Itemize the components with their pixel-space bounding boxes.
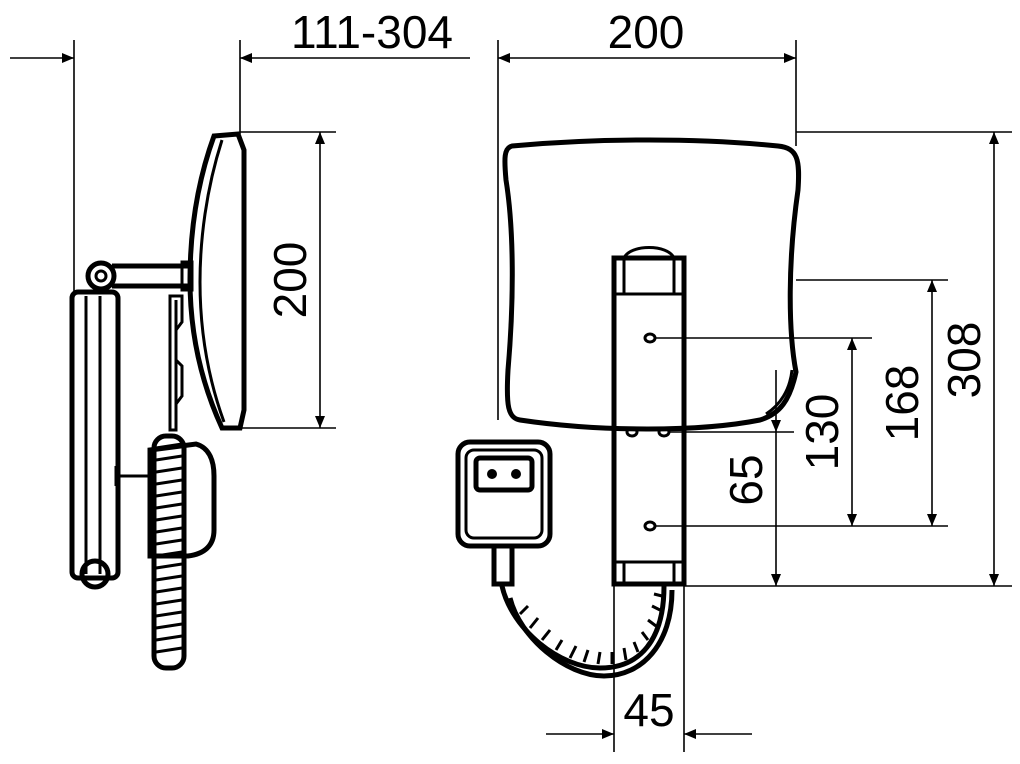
dim-total-height: 308 <box>684 131 1012 587</box>
wall-plate <box>69 289 121 581</box>
upper-joint <box>85 260 117 292</box>
side-power-box <box>147 441 217 559</box>
dim-mount-168-label: 168 <box>876 365 928 442</box>
side-view: 111-304 200 <box>10 6 470 671</box>
dim-mount-168: 168 <box>656 279 948 527</box>
cord-connector <box>168 294 184 432</box>
dim-mount-65-label: 65 <box>720 454 772 505</box>
lower-joint <box>79 558 111 590</box>
front-coil-cord <box>499 585 675 679</box>
dim-mount-130: 130 <box>656 337 872 526</box>
dim-mirror-height-label: 200 <box>264 242 316 319</box>
front-view: 200 308 168 130 <box>455 6 1012 752</box>
side-mirror <box>187 131 247 431</box>
power-adapter <box>455 439 553 587</box>
dim-total-height-label: 308 <box>938 322 990 399</box>
dim-arm-width-label: 45 <box>623 684 674 736</box>
dim-mount-130-label: 130 <box>796 394 848 471</box>
side-arm <box>112 263 188 289</box>
dim-depth-range: 111-304 <box>10 6 470 292</box>
dim-mirror-width: 200 <box>497 6 797 420</box>
front-mirror <box>502 137 802 432</box>
front-arm <box>611 246 687 587</box>
dim-mirror-width-label: 200 <box>608 6 685 58</box>
side-coil-cord <box>151 433 187 671</box>
dim-arm-width: 45 <box>546 586 752 752</box>
dim-mount-65: 65 <box>670 370 794 586</box>
dim-mirror-height: 200 <box>240 131 336 429</box>
dim-depth-range-label: 111-304 <box>291 6 453 58</box>
